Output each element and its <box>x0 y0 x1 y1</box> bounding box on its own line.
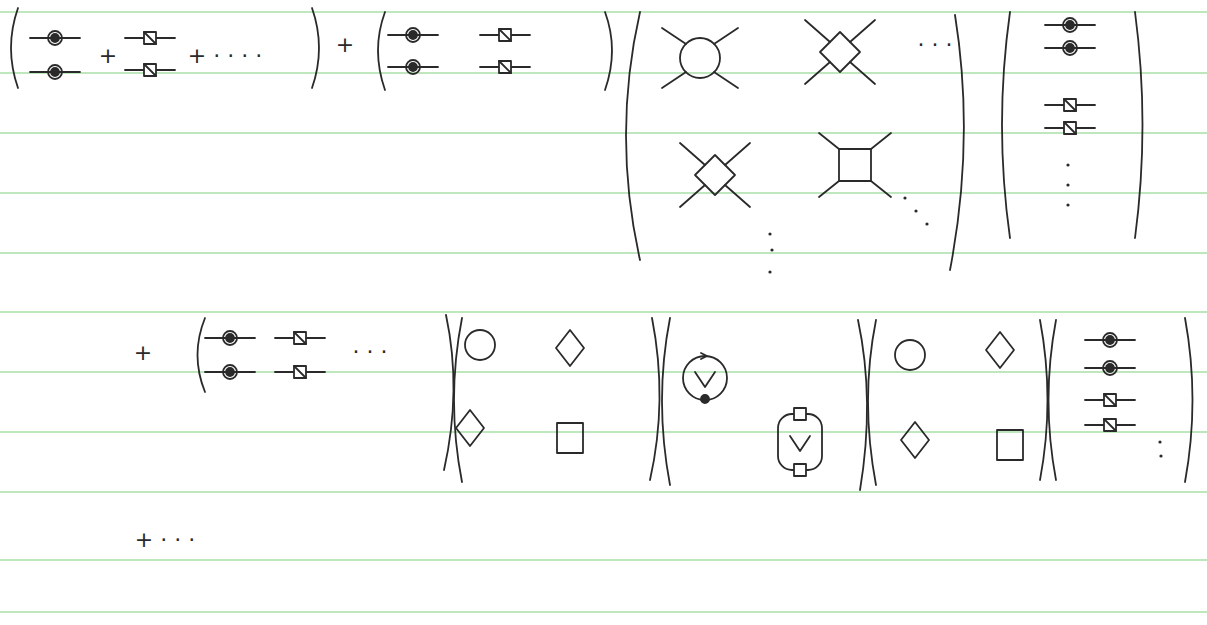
bracket <box>1049 320 1057 480</box>
ruled-line <box>0 559 1207 560</box>
diagram-symbol: + <box>132 342 154 364</box>
ruled-line <box>0 11 1207 12</box>
dot <box>1159 454 1162 457</box>
bracket <box>312 8 319 88</box>
bracket <box>868 320 876 485</box>
dot <box>914 209 917 212</box>
dot <box>1066 183 1069 186</box>
ruled-line <box>0 371 1207 372</box>
propagator-square <box>275 332 325 344</box>
diagram-symbol: · · · <box>351 341 390 363</box>
diagram-symbol: · · · <box>916 34 955 56</box>
vertex-diamond <box>805 20 875 84</box>
vertex-circle <box>662 28 738 88</box>
propagator-circle <box>1085 333 1135 347</box>
propagator-circle <box>1045 18 1095 32</box>
square-entry <box>557 423 583 453</box>
bracket <box>1185 318 1193 482</box>
dot <box>770 248 773 251</box>
propagator-square <box>125 64 175 76</box>
propagator-square <box>125 32 175 44</box>
ruled-line <box>0 311 1207 312</box>
propagator-square <box>1085 419 1135 431</box>
diamond-entry <box>901 422 929 458</box>
ruled-line <box>0 72 1207 73</box>
ruled-line <box>0 132 1207 133</box>
propagator-square <box>480 29 530 41</box>
circle-entry <box>895 340 925 370</box>
diagram-symbol: + <box>334 34 356 56</box>
circle-entry <box>465 330 495 360</box>
ellipsis-dots <box>768 163 1162 457</box>
dot <box>925 222 928 225</box>
bracket <box>650 318 660 480</box>
diamond-entry <box>456 410 484 446</box>
propagator-circle <box>1045 41 1095 55</box>
propagator-circle <box>388 60 438 74</box>
vertices <box>456 20 1023 476</box>
bracket <box>11 8 18 88</box>
propagators <box>30 18 1135 431</box>
dot <box>903 196 906 199</box>
dot <box>1158 440 1161 443</box>
ruled-line <box>0 252 1207 253</box>
propagator-square <box>1085 394 1135 406</box>
ruled-line <box>0 611 1207 612</box>
propagator-circle <box>205 365 255 379</box>
brackets <box>11 8 1193 490</box>
bracket <box>454 318 462 482</box>
loop-square <box>778 408 822 476</box>
vertex-diamond <box>680 143 750 207</box>
propagator-circle <box>30 31 80 45</box>
bracket <box>1040 320 1048 480</box>
propagator-circle <box>205 331 255 345</box>
diagram-symbol: + · · · · <box>186 45 264 67</box>
bracket <box>858 320 867 490</box>
bracket <box>378 12 385 90</box>
dot <box>1066 163 1069 166</box>
diamond-entry <box>986 332 1014 368</box>
propagator-square <box>1045 99 1095 111</box>
propagator-circle <box>388 28 438 42</box>
dot <box>768 232 771 235</box>
loop-circle <box>683 353 727 403</box>
dot <box>1066 203 1069 206</box>
bracket <box>662 318 670 485</box>
propagator-square <box>1045 122 1095 134</box>
ruled-line <box>0 431 1207 432</box>
bracket <box>444 315 454 470</box>
propagator-square <box>480 61 530 73</box>
propagator-circle <box>1085 361 1135 375</box>
dot <box>768 270 771 273</box>
bracket <box>605 12 612 90</box>
square-entry <box>997 430 1023 460</box>
ruled-line <box>0 192 1207 193</box>
diagram-symbol: + <box>97 45 119 67</box>
ruled-line <box>0 491 1207 492</box>
bracket <box>1002 12 1010 238</box>
diamond-entry <box>556 330 584 366</box>
diagram-symbol: + · · · <box>133 529 197 551</box>
propagator-circle <box>30 65 80 79</box>
bracket <box>198 318 206 392</box>
propagator-square <box>275 366 325 378</box>
bracket <box>1135 12 1143 238</box>
vertex-square <box>819 133 891 197</box>
bracket <box>626 12 640 260</box>
ruled-lines <box>0 12 1207 612</box>
